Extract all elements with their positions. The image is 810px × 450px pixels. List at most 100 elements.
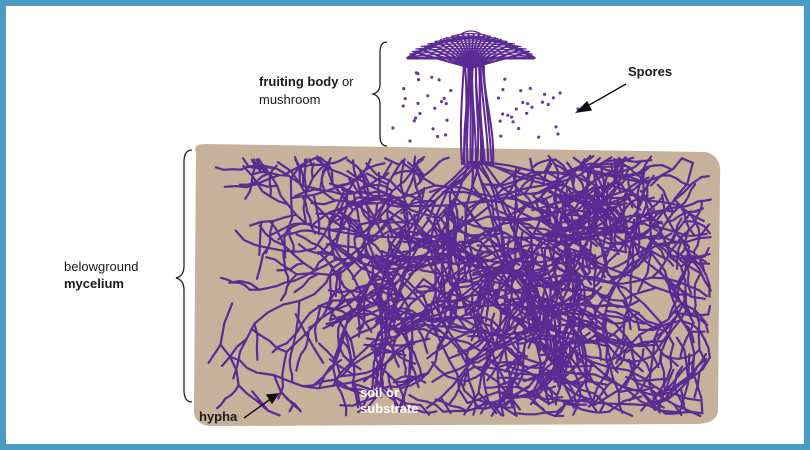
hypha-strand [361, 190, 410, 207]
hypha-strand [397, 255, 443, 262]
hypha-strand [276, 262, 305, 272]
hypha-strand [606, 276, 683, 285]
hypha-strand [314, 156, 356, 182]
hypha-strand [374, 254, 424, 269]
hypha-strand [518, 395, 564, 401]
hypha-strand [338, 209, 368, 241]
hypha-strand [379, 383, 422, 407]
hypha-strand [554, 158, 570, 174]
hypha-strand [317, 342, 341, 375]
hypha-strand [434, 398, 468, 412]
spore [521, 100, 525, 105]
hypha-strand [604, 309, 645, 325]
mushroom-strand [420, 42, 522, 48]
hypha-strand [553, 300, 624, 350]
hypha-strand [398, 159, 404, 166]
hypha-strand [424, 319, 444, 342]
hypha-strand [276, 161, 331, 221]
hypha-strand [451, 302, 481, 309]
mushroom-strand [442, 35, 500, 40]
spore [418, 111, 422, 116]
hypha-strand [453, 244, 496, 279]
hypha-strand [468, 311, 491, 347]
hypha-strand [441, 190, 486, 201]
hypha-strand [452, 250, 461, 288]
hypha-strand [504, 279, 513, 318]
hypha-strand [399, 158, 406, 199]
hypha-strand [332, 360, 389, 387]
mushroom-strand [475, 65, 483, 165]
hypha-strand [515, 193, 556, 204]
hypha-strand [253, 322, 259, 361]
hypha-strand [640, 399, 652, 412]
hypha-strand [607, 162, 624, 187]
hypha-strand [691, 273, 702, 317]
hypha-strand [594, 313, 628, 321]
hypha-strand [652, 361, 703, 397]
hypha-strand [549, 310, 585, 316]
hypha-strand [435, 201, 464, 220]
hypha-strand [365, 221, 389, 241]
spores-arrow [575, 83, 627, 113]
hypha-strand [285, 310, 332, 353]
hypha-strand [403, 306, 453, 329]
hypha-strand [456, 285, 468, 315]
spore [503, 77, 507, 81]
hypha-strand [482, 198, 535, 220]
hypha-strand [421, 235, 477, 269]
hypha-strand [580, 173, 607, 193]
hypha-strand [593, 361, 636, 406]
hypha-strand [605, 349, 610, 380]
hypha-strand [609, 276, 629, 306]
mushroom-strand [468, 65, 472, 165]
hypha-strand [293, 257, 348, 282]
hypha-strand [358, 254, 376, 288]
hypha-strand [445, 197, 458, 249]
hypha-strand [675, 238, 684, 270]
hypha-strand [547, 369, 587, 376]
hypha-strand [572, 393, 582, 416]
hypha-strand [474, 217, 550, 239]
hypha-strand [292, 403, 302, 412]
hypha-strand [529, 370, 560, 406]
mushroom [406, 30, 536, 165]
hypha-strand [652, 396, 656, 412]
hypha-strand [690, 258, 712, 292]
hypha-strand [319, 156, 333, 172]
hypha-strand [581, 257, 593, 286]
spore [525, 111, 529, 115]
hypha-strand [622, 287, 656, 302]
hypha-strand [603, 158, 653, 164]
hypha-strand [428, 185, 512, 199]
hypha-strand [595, 330, 602, 361]
hypha-strand [207, 302, 234, 364]
hypha-strand [272, 374, 295, 406]
hypha-strand [673, 176, 703, 201]
hypha-strand [661, 193, 691, 248]
spore [433, 106, 437, 110]
hypha-strand [345, 158, 372, 186]
hypha-strand [450, 265, 501, 309]
hypha-strand [479, 401, 489, 415]
hypha-strand [417, 230, 459, 248]
spore [437, 78, 441, 82]
hypha-strand [494, 243, 533, 253]
spore [511, 120, 515, 124]
hypha-strand [626, 339, 668, 354]
hypha-strand [509, 220, 520, 275]
spore [501, 88, 505, 92]
hypha-strand [677, 245, 691, 288]
hypha-strand [584, 188, 599, 217]
hypha-strand [241, 157, 250, 168]
hypha-strand [216, 384, 240, 410]
hypha-strand [477, 257, 517, 264]
hypha-strand [644, 227, 664, 251]
hypha-strand [484, 281, 491, 323]
hypha-strand [258, 224, 286, 247]
hypha-strand [267, 409, 281, 417]
hypha-strand [380, 362, 387, 389]
spore [537, 135, 541, 139]
hypha-strand [385, 163, 401, 197]
hypha-strand [628, 362, 661, 402]
hypha-strand [436, 306, 453, 351]
